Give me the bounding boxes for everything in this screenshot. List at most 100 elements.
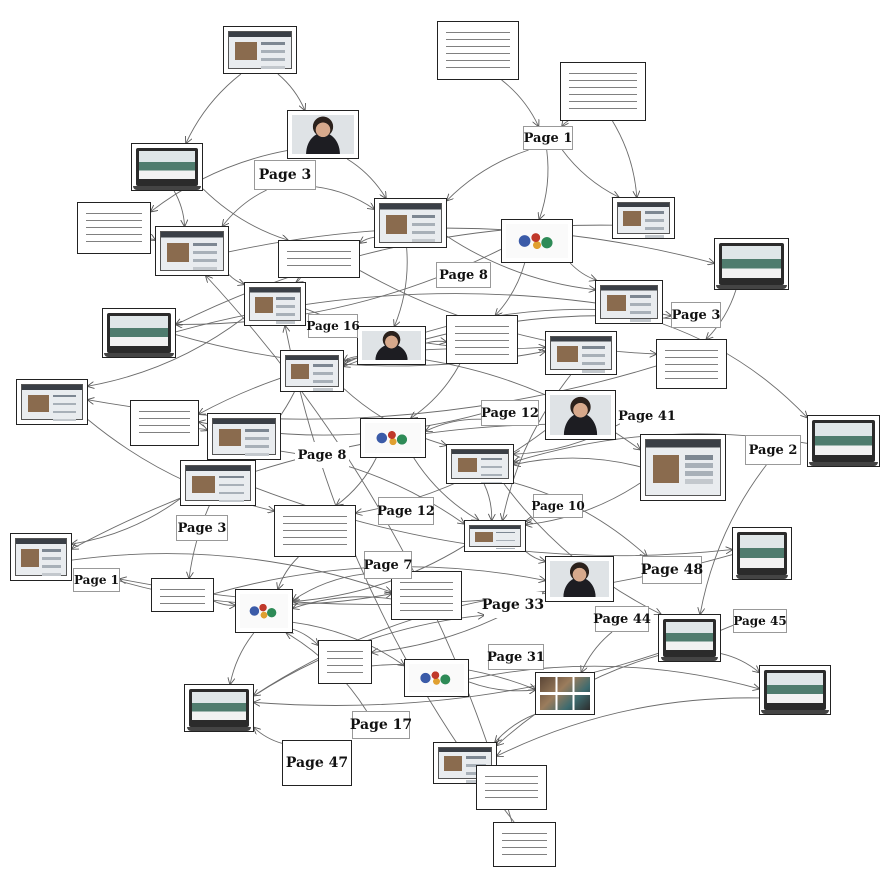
link-arrow — [446, 235, 595, 290]
link-arrow — [569, 262, 596, 280]
link-arrow — [346, 158, 386, 198]
laptop-thumbnail — [807, 415, 880, 467]
link-arrow — [198, 429, 207, 430]
page-thumbnail — [640, 434, 726, 501]
page-label: Page 3 — [671, 302, 721, 328]
link-arrow — [526, 518, 534, 521]
photo-grid — [535, 672, 595, 715]
page-thumbnail — [10, 533, 72, 581]
link-arrow — [525, 551, 545, 562]
link-arrow — [186, 73, 242, 143]
group-photo — [357, 326, 426, 365]
link-arrow — [395, 247, 408, 326]
link-arrow — [562, 121, 568, 126]
link-arrow — [151, 150, 288, 212]
portrait-photo — [287, 110, 359, 159]
link-arrow — [151, 239, 155, 240]
link-arrow — [468, 665, 759, 689]
page-label: Page 17 — [350, 711, 412, 739]
page-label: Page 31 — [487, 644, 545, 670]
page-label: Page 44 — [593, 606, 651, 632]
network-graphic — [404, 659, 469, 697]
page-label: Page 41 — [618, 404, 676, 428]
page-label: Page 12 — [481, 400, 539, 426]
page-label: Page 33 — [482, 592, 544, 618]
link-arrow — [228, 227, 714, 263]
link-arrow — [213, 600, 235, 605]
page-thumbnail — [223, 26, 297, 74]
laptop-thumbnail — [184, 684, 254, 732]
link-arrow — [230, 632, 255, 684]
link-arrow — [292, 621, 404, 665]
page-label: Page 47 — [282, 740, 352, 786]
link-arrow — [662, 323, 807, 417]
link-arrow — [581, 631, 613, 672]
page-label: Page 7 — [364, 551, 412, 579]
link-arrow — [277, 73, 305, 110]
page-label: Page 48 — [641, 556, 703, 584]
page-thumbnail — [545, 331, 617, 375]
page-label: Page 1 — [523, 126, 573, 150]
page-thumbnail — [280, 350, 344, 392]
page-thumbnail — [612, 197, 675, 239]
link-arrow — [297, 278, 301, 282]
link-arrow — [173, 190, 184, 226]
text-document — [560, 62, 646, 121]
page-label: Page 3 — [176, 515, 228, 541]
link-arrow — [483, 483, 492, 520]
page-label: Page 3 — [254, 160, 316, 190]
page-thumbnail — [244, 282, 306, 326]
laptop-thumbnail — [759, 665, 831, 715]
link-arrow — [88, 317, 245, 387]
link-arrow — [293, 545, 465, 602]
link-arrow — [360, 237, 375, 243]
link-arrow — [561, 149, 618, 197]
link-arrow — [278, 556, 299, 589]
page-label: Page 2 — [745, 435, 801, 465]
network-graphic — [235, 589, 293, 633]
link-arrow — [468, 681, 535, 691]
link-arrow — [72, 498, 181, 544]
link-arrow — [513, 482, 647, 556]
laptop-thumbnail — [714, 238, 789, 290]
page-thumbnail — [595, 280, 663, 324]
text-document — [656, 339, 727, 389]
link-arrow — [425, 341, 446, 343]
page-label: Page 45 — [733, 609, 787, 633]
page-label: Page 16 — [306, 314, 360, 338]
page-label: Page 10 — [531, 494, 585, 518]
text-document — [437, 21, 519, 80]
network-graphic — [360, 418, 426, 458]
link-arrow — [612, 120, 636, 197]
link-arrow — [315, 186, 374, 209]
text-document — [151, 578, 214, 612]
link-arrow — [292, 628, 318, 645]
page-thumbnail — [155, 226, 229, 276]
link-arrow — [223, 189, 267, 226]
text-document — [446, 315, 518, 364]
text-document — [493, 822, 556, 867]
page-thumbnail — [207, 413, 281, 460]
link-arrow — [514, 457, 641, 468]
page-thumbnail — [16, 379, 88, 425]
page-label: Page 12 — [377, 497, 435, 525]
link-arrow — [413, 457, 479, 520]
link-arrow — [206, 276, 513, 823]
laptop-thumbnail — [131, 143, 203, 191]
link-arrow — [254, 728, 283, 744]
link-arrow — [293, 573, 365, 600]
network-graphic — [501, 219, 573, 263]
link-arrow — [501, 79, 539, 126]
text-document — [77, 202, 151, 254]
page-thumbnail — [446, 444, 514, 484]
laptop-thumbnail — [732, 527, 792, 580]
link-arrow — [293, 596, 392, 608]
text-document — [476, 765, 547, 810]
page-label: Page 1 — [73, 568, 120, 592]
laptop-thumbnail — [658, 614, 721, 662]
page-thumbnail — [374, 198, 447, 248]
link-arrow — [495, 713, 536, 742]
link-arrow — [202, 188, 288, 240]
text-document — [130, 400, 199, 446]
